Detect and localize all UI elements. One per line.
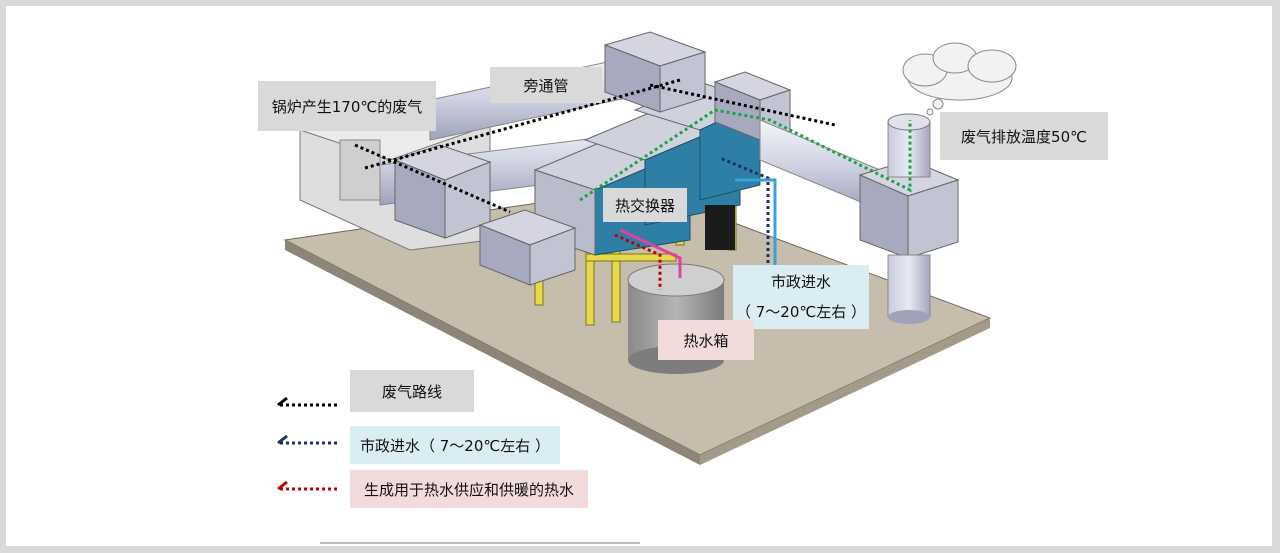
bypass-pipe-label: 旁通管 — [490, 67, 602, 103]
hot-water-arrow — [614, 233, 662, 290]
legend-item-municipal-water: 市政进水（ 7～20℃左右 ） — [350, 426, 560, 464]
exhaust-discharge-label: 废气排放温度50℃ — [940, 112, 1108, 160]
legend-arrowheads — [277, 396, 288, 491]
legend-item-exhaust: 废气路线 — [350, 370, 474, 412]
discharge-duct — [759, 113, 960, 324]
heat-exchanger-label: 热交换器 — [603, 188, 687, 222]
discharge-route-arrow — [579, 108, 912, 202]
municipal-water-label-line1: 市政进水 — [770, 273, 831, 291]
exhaust-route-arrows — [354, 78, 836, 214]
municipal-water-label: 市政进水 （ 7～20℃左右 ） — [733, 265, 869, 329]
legend-item-hot-water: 生成用于热水供应和供暖的热水 — [350, 470, 588, 508]
municipal-water-arrow — [719, 156, 770, 275]
municipal-water-label-line2: （ 7～20℃左右 ） — [735, 303, 866, 321]
boiler-exhaust-label: 锅炉产生170℃的废气 — [258, 81, 436, 131]
water-pipes — [619, 178, 777, 278]
legend-arrows — [280, 403, 340, 491]
exhaust-cloud — [902, 42, 1017, 116]
hot-water-tank-label: 热水箱 — [658, 320, 754, 360]
